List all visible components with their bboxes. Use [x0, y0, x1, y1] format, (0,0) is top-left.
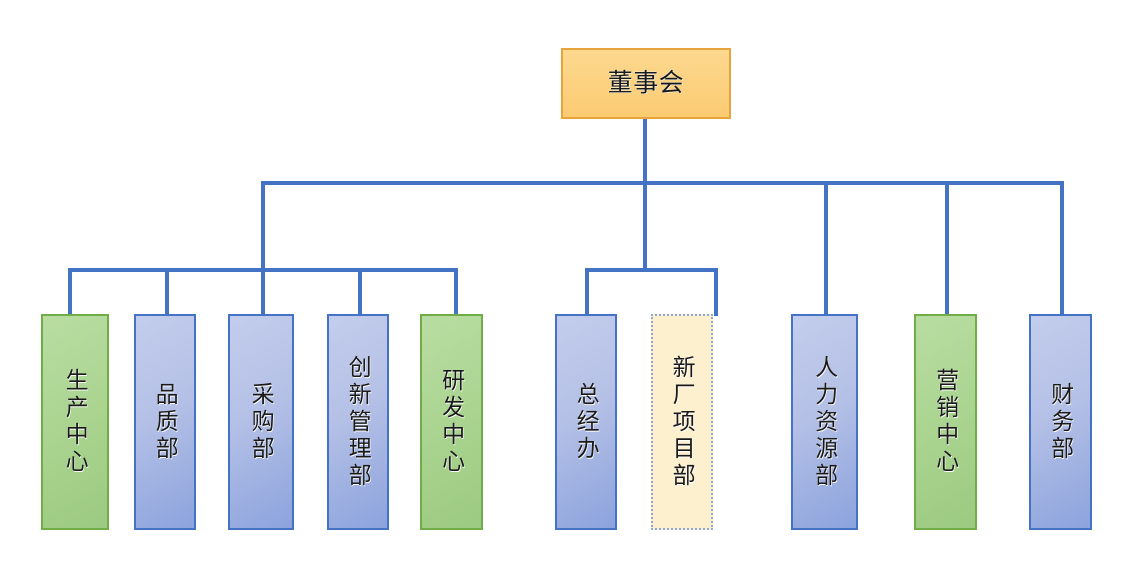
connector-drop-new-plant-project	[714, 268, 718, 316]
node-label-production-center: 生产中心	[62, 368, 89, 476]
connector-drop-rnd-center	[454, 268, 458, 316]
node-label-hr-dept: 人力资源部	[811, 354, 838, 490]
node-label-finance-dept: 财务部	[1047, 381, 1074, 463]
connector-drop-purchasing-dept	[261, 268, 265, 316]
connector-drop-innovation-mgmt	[358, 268, 362, 316]
connector-drop-left-group	[261, 181, 265, 271]
connector-drop-hr-dept	[824, 181, 828, 316]
connector-drop-middle-group	[643, 181, 647, 271]
connector-drop-quality-dept	[165, 268, 169, 316]
node-production-center[interactable]: 生产中心	[41, 314, 109, 530]
node-label-marketing-center: 营销中心	[932, 368, 959, 476]
node-label-general-manager-office: 总经办	[573, 381, 600, 463]
node-label-rnd-center: 研发中心	[438, 368, 465, 476]
connector-drop-production-center	[68, 268, 72, 316]
node-hr-dept[interactable]: 人力资源部	[791, 314, 858, 530]
connector-drop-marketing-center	[945, 181, 949, 316]
node-label-purchasing-dept: 采购部	[248, 381, 275, 463]
node-label-innovation-management-dept: 创新管理部	[345, 354, 372, 490]
node-label-quality-dept: 品质部	[152, 381, 179, 463]
connector-middle-group-bar	[585, 268, 718, 272]
node-label-board-of-directors: 董事会	[607, 69, 685, 98]
node-marketing-center[interactable]: 营销中心	[914, 314, 977, 530]
node-label-new-plant-project-dept: 新厂项目部	[669, 354, 696, 490]
connector-drop-general-manager-office	[585, 268, 589, 316]
connector-root-stem	[643, 119, 647, 184]
node-general-manager-office[interactable]: 总经办	[555, 314, 617, 530]
node-innovation-management-dept[interactable]: 创新管理部	[327, 314, 389, 530]
node-finance-dept[interactable]: 财务部	[1029, 314, 1092, 530]
node-new-plant-project-dept[interactable]: 新厂项目部	[651, 314, 713, 530]
node-quality-dept[interactable]: 品质部	[134, 314, 196, 530]
connector-main-bus	[261, 181, 1064, 185]
node-rnd-center[interactable]: 研发中心	[420, 314, 483, 530]
node-purchasing-dept[interactable]: 采购部	[228, 314, 294, 530]
connector-drop-finance-dept	[1060, 181, 1064, 316]
node-board-of-directors[interactable]: 董事会	[561, 48, 731, 119]
